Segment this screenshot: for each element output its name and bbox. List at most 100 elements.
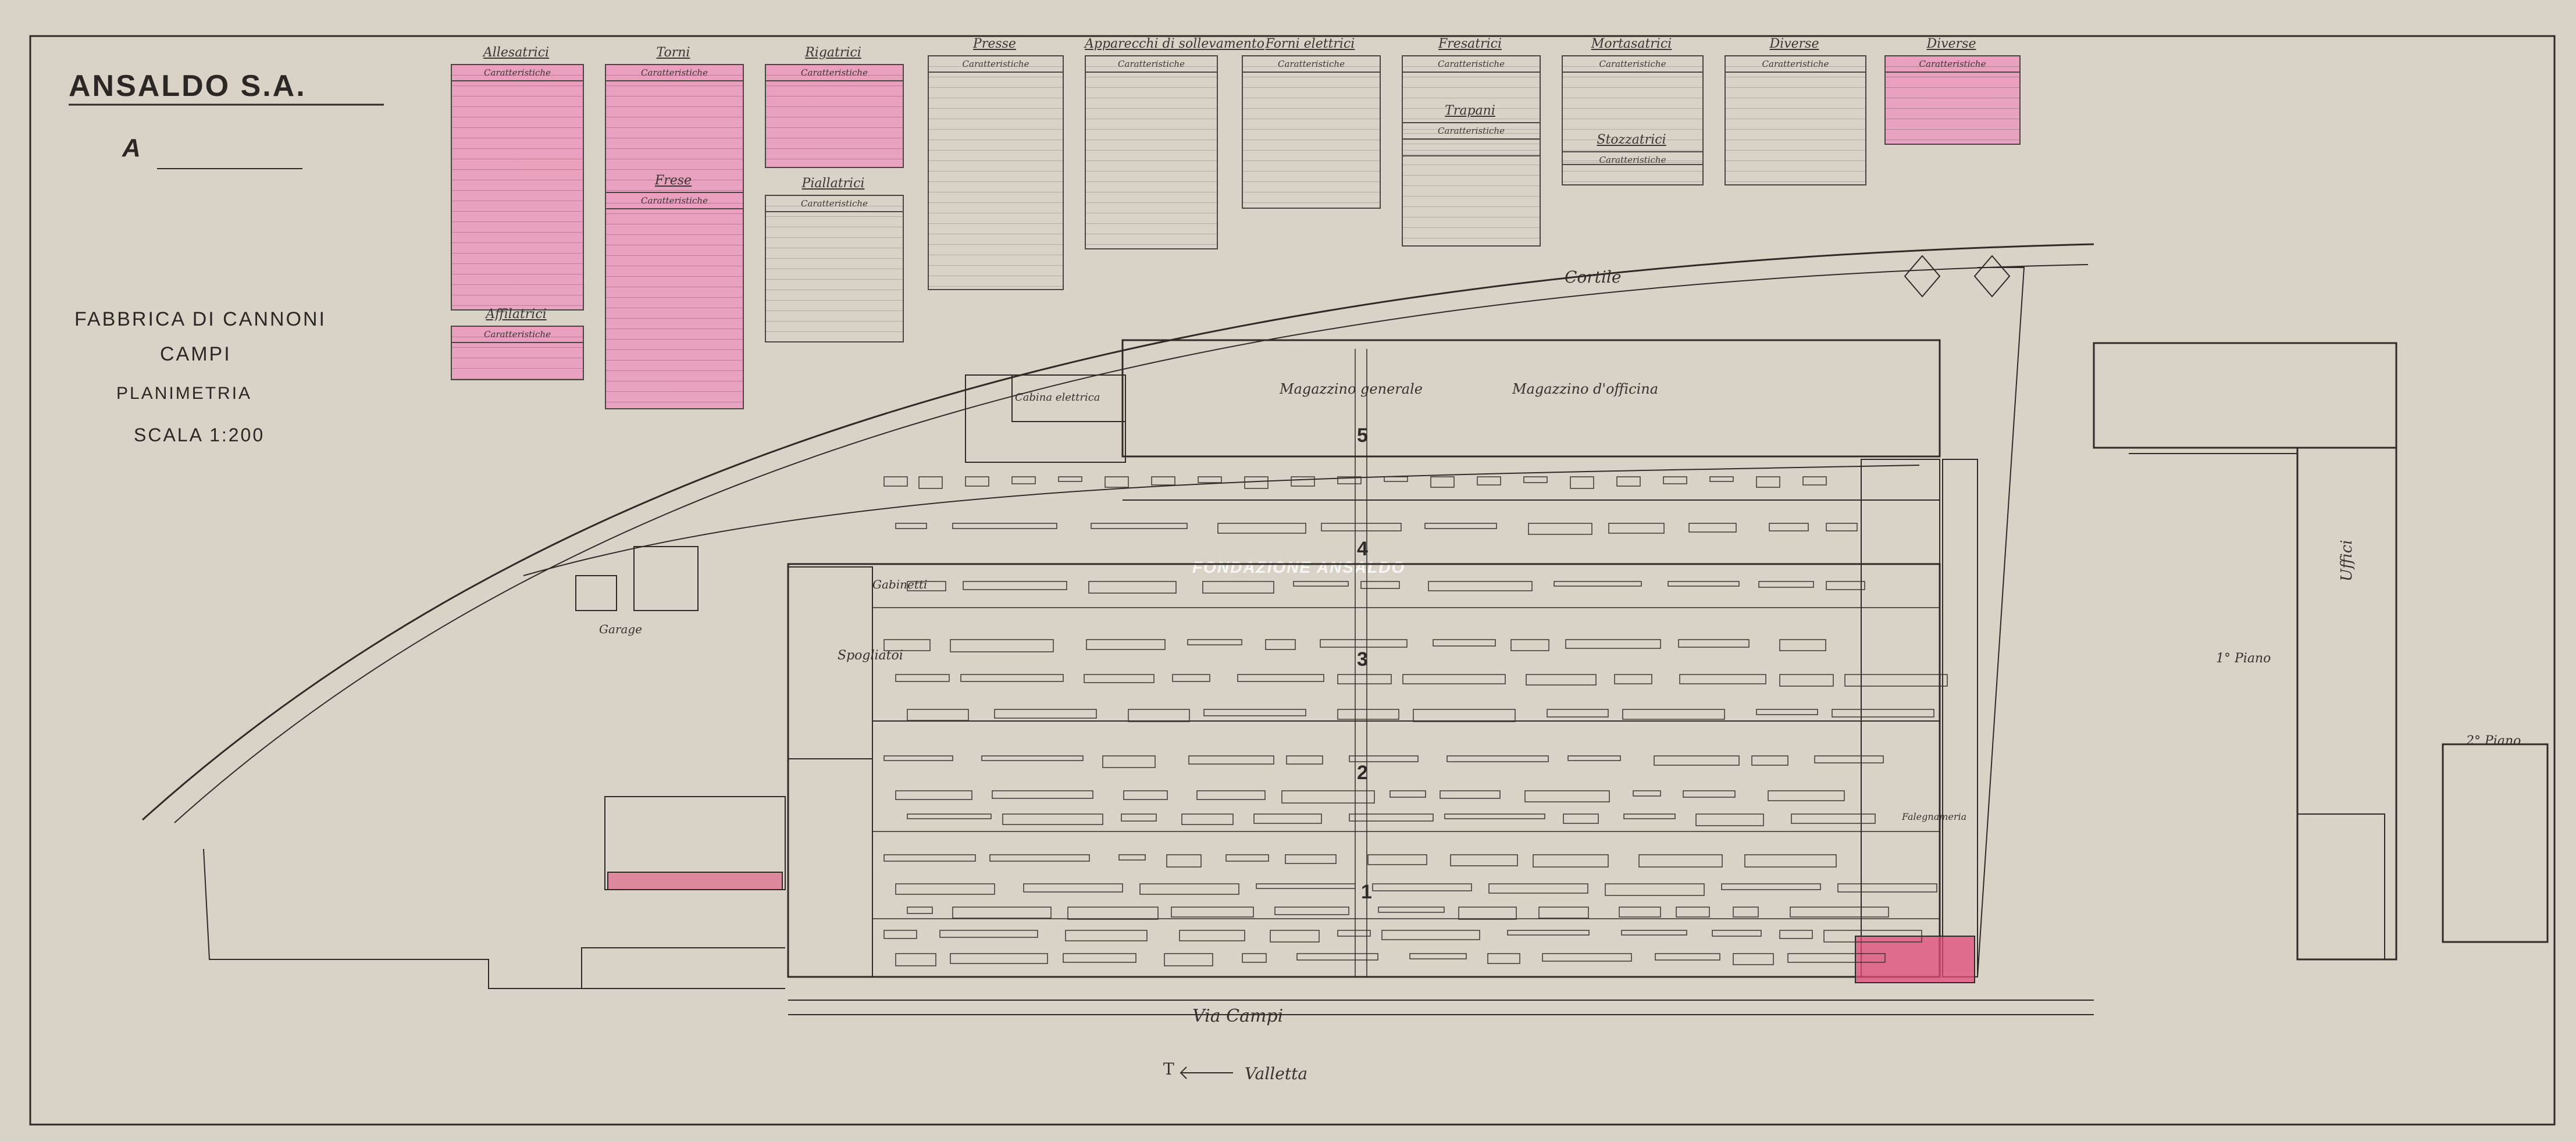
machine-symbol [981, 755, 1084, 761]
machine-symbol [1202, 581, 1274, 594]
machine-symbol [950, 639, 1054, 652]
machine-symbol [1337, 709, 1399, 720]
legend-title: Torni [656, 45, 690, 60]
machine-symbol [1242, 953, 1267, 963]
legend-title: Frese [654, 173, 692, 188]
machine-symbol [1063, 953, 1136, 963]
machine-symbol [1779, 674, 1834, 687]
machine-symbol [994, 709, 1097, 719]
legend-table: Caratteristiche [1085, 55, 1218, 249]
machine-symbol [1458, 907, 1517, 920]
machine-symbol [1256, 883, 1356, 889]
legend-table: Caratteristiche [928, 55, 1064, 290]
legend-table: Caratteristiche [765, 64, 904, 168]
machine-symbol [1291, 476, 1315, 487]
legend-table: Caratteristiche [1242, 55, 1381, 209]
machine-symbol [1244, 476, 1269, 489]
machine-symbol [963, 581, 1067, 590]
machine-symbol [1446, 755, 1549, 762]
machine-symbol [883, 476, 908, 487]
label-valletta: Valletta [1245, 1064, 1308, 1083]
label-secondo-piano: 2° Piano [2466, 734, 2521, 748]
bay-number-3: 3 [1357, 648, 1368, 670]
bay-number-5: 5 [1357, 424, 1368, 447]
machine-symbol [1663, 476, 1687, 484]
machine-symbol [1428, 581, 1533, 591]
machine-symbol [1668, 581, 1740, 587]
machine-symbol [1151, 476, 1175, 486]
machine-symbol [1688, 523, 1737, 533]
machine-symbol [1655, 953, 1720, 961]
machine-symbol [1621, 930, 1687, 936]
label-primo-piano: 1° Piano [2216, 651, 2271, 666]
machine-symbol [1768, 790, 1845, 801]
legend-table: Caratteristiche [451, 326, 584, 380]
machine-symbol [1477, 476, 1501, 486]
legend-header: Caratteristiche [766, 65, 903, 81]
machine-symbol [907, 581, 946, 591]
machine-symbol [1171, 907, 1254, 918]
machine-symbol [1826, 523, 1858, 531]
machine-symbol [1623, 813, 1676, 819]
legend-header: Caratteristiche [1886, 56, 2019, 73]
machine-symbol [960, 674, 1064, 682]
machine-symbol [1837, 883, 1937, 893]
machine-symbol [1488, 883, 1588, 894]
machine-symbol [1265, 639, 1296, 650]
machine-symbol [1733, 907, 1759, 918]
machine-symbol [1121, 813, 1157, 822]
machine-symbol [1381, 930, 1480, 940]
legend-title: Allesatrici [483, 45, 550, 60]
machine-symbol [1321, 523, 1402, 531]
machine-symbol [1409, 953, 1467, 959]
label-garage: Garage [599, 622, 643, 636]
machine-symbol [1360, 581, 1400, 589]
machine-symbol [1065, 930, 1148, 941]
legend-title: Diverse [1769, 37, 1819, 51]
legend-table: Caratteristiche [605, 64, 744, 203]
plan-title-line3: PLANIMETRIA [116, 384, 252, 403]
machine-symbol [1524, 790, 1610, 802]
machine-symbol [895, 523, 927, 529]
machine-symbol [918, 476, 943, 489]
legend-header: Caratteristiche [766, 196, 903, 212]
legend-title: Fresatrici [1438, 37, 1502, 51]
machine-symbol [1179, 930, 1245, 941]
machine-symbol [1554, 581, 1642, 587]
machine-symbol [1528, 523, 1592, 535]
machine-symbol [1091, 523, 1188, 529]
machine-symbol [1378, 907, 1445, 913]
machine-symbol [1779, 639, 1826, 651]
machine-symbol [1002, 813, 1103, 825]
machine-symbol [1367, 854, 1427, 865]
legend-header: Caratteristiche [606, 193, 743, 209]
machine-symbol [1614, 674, 1652, 684]
machine-symbol [1320, 639, 1408, 648]
machine-symbol [1198, 476, 1222, 483]
machine-symbol [1744, 854, 1837, 868]
legend-table: Caratteristiche [1884, 55, 2021, 145]
legend-title: Mortasatrici [1591, 37, 1672, 51]
machine-symbol [1285, 854, 1337, 864]
bay-number-2: 2 [1357, 762, 1368, 784]
machine-symbol [1337, 476, 1362, 484]
machine-symbol [1444, 813, 1545, 819]
machine-symbol [1638, 854, 1723, 868]
legend-header: Caratteristiche [606, 65, 743, 81]
machine-symbol [1802, 476, 1827, 486]
machine-symbol [1281, 790, 1375, 804]
machine-symbol [1654, 755, 1740, 766]
machine-symbol [1679, 674, 1766, 684]
legend-table: Caratteristiche [451, 64, 584, 311]
watermark: FONDAZIONE ANSALDO [1192, 558, 1406, 576]
machine-symbol [1181, 813, 1234, 825]
machine-symbol [1605, 883, 1705, 896]
legend-header: Caratteristiche [452, 327, 583, 343]
machine-symbol [1779, 930, 1813, 939]
machine-symbol [952, 523, 1057, 529]
machine-symbol [883, 755, 953, 761]
machine-symbol [1756, 476, 1780, 488]
machine-symbol [1733, 953, 1774, 965]
machine-symbol [1533, 854, 1609, 868]
legend-header: Caratteristiche [1243, 56, 1380, 73]
